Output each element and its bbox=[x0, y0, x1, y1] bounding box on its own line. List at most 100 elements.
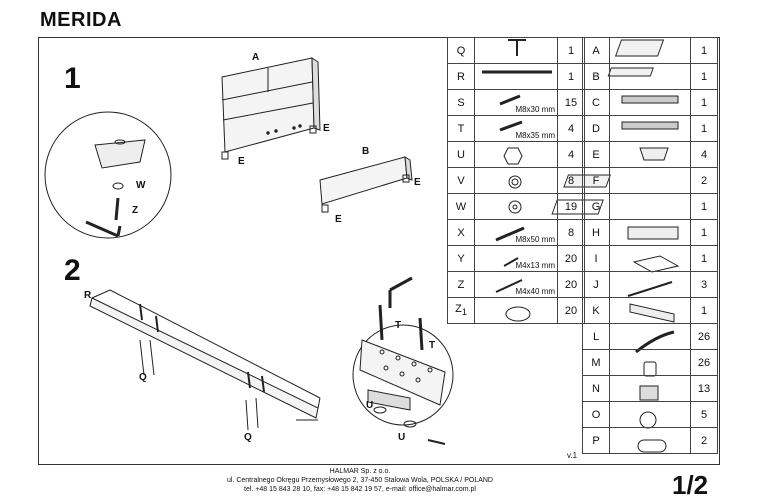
label-q: Q bbox=[244, 432, 252, 443]
part-letter: W bbox=[447, 193, 475, 220]
part-illustration bbox=[609, 89, 691, 116]
part-letter-text: S bbox=[457, 96, 465, 109]
part-illustration: M8x30 mm bbox=[474, 89, 558, 116]
part-illustration: M8x50 mm bbox=[474, 219, 558, 246]
part-illustration bbox=[609, 219, 691, 246]
part-letter: Q bbox=[447, 37, 475, 64]
step-1-number: 1 bbox=[64, 62, 81, 95]
part-letter-text: Q bbox=[456, 44, 466, 57]
part-letter: H bbox=[582, 219, 610, 246]
part-illustration bbox=[609, 323, 691, 350]
part-illustration bbox=[474, 63, 558, 90]
part-quantity: 4 bbox=[557, 115, 585, 142]
footer-address: ul. Centralnego Okręgu Przemysłowego 2, … bbox=[226, 477, 493, 484]
part-letter-subscript: 1 bbox=[461, 307, 467, 318]
part-illustration bbox=[609, 63, 691, 90]
part-illustration bbox=[609, 427, 691, 454]
part-letter: D bbox=[582, 115, 610, 142]
part-illustration bbox=[609, 401, 691, 428]
table-row: M 26 bbox=[582, 349, 718, 376]
part-quantity: 1 bbox=[690, 219, 718, 246]
footer: HALMAR Sp. z o.o. ul. Centralnego Okręgu… bbox=[0, 467, 760, 494]
part-quantity: 1 bbox=[690, 297, 718, 324]
part-letter: T bbox=[447, 115, 475, 142]
product-title: MERIDA bbox=[40, 9, 122, 31]
part-letter: P bbox=[582, 427, 610, 454]
part-quantity: 8 bbox=[557, 167, 585, 194]
part-letter: K bbox=[582, 297, 610, 324]
step-2-number: 2 bbox=[64, 254, 81, 287]
part-quantity: 19 bbox=[557, 193, 585, 220]
part-letter: S bbox=[447, 89, 475, 116]
part-quantity: 2 bbox=[690, 427, 718, 454]
part-letter: I bbox=[582, 245, 610, 272]
part-letter: C bbox=[582, 89, 610, 116]
part-quantity: 3 bbox=[690, 271, 718, 298]
part-illustration: M8x35 mm bbox=[474, 115, 558, 142]
part-letter: A bbox=[582, 37, 610, 64]
part-quantity: 26 bbox=[690, 349, 718, 376]
label-t: T bbox=[395, 320, 402, 331]
part-letter: J bbox=[582, 271, 610, 298]
label-u: U bbox=[398, 432, 406, 443]
detail-circle-2 bbox=[352, 276, 454, 445]
page-number: 1/2 bbox=[672, 470, 709, 500]
part-quantity: 15 bbox=[557, 89, 585, 116]
part-letter-text: X bbox=[457, 226, 465, 239]
label-r: R bbox=[84, 290, 92, 301]
part-letter: O bbox=[582, 401, 610, 428]
part-quantity: 5 bbox=[690, 401, 718, 428]
part-letter: M bbox=[582, 349, 610, 376]
label-u: U bbox=[366, 400, 374, 411]
part-illustration bbox=[474, 297, 558, 324]
part-letter: X bbox=[447, 219, 475, 246]
part-quantity: 8 bbox=[557, 219, 585, 246]
table-row: W 19 bbox=[447, 193, 585, 220]
label-e: E bbox=[323, 123, 330, 134]
part-letter: U bbox=[447, 141, 475, 168]
part-illustration bbox=[609, 349, 691, 376]
part-illustration bbox=[474, 37, 558, 64]
part-spec: M8x30 mm bbox=[515, 105, 555, 114]
part-quantity: 1 bbox=[690, 193, 718, 220]
part-quantity: 1 bbox=[690, 115, 718, 142]
part-illustration bbox=[609, 37, 691, 64]
part-illustration bbox=[609, 193, 691, 220]
label-t: T bbox=[429, 340, 436, 351]
part-quantity: 4 bbox=[690, 141, 718, 168]
label-b: B bbox=[362, 146, 370, 157]
footer-contact: tel. +48 15 843 28 10, fax: +48 15 842 1… bbox=[244, 486, 476, 493]
part-quantity: 1 bbox=[690, 89, 718, 116]
label-a: A bbox=[252, 52, 260, 63]
part-letter: V bbox=[447, 167, 475, 194]
part-illustration bbox=[609, 167, 691, 194]
part-quantity: 13 bbox=[690, 375, 718, 402]
part-illustration bbox=[609, 245, 691, 272]
part-letter: Y bbox=[447, 245, 475, 272]
part-spec: M8x35 mm bbox=[515, 131, 555, 140]
part-letter: Z bbox=[447, 271, 475, 298]
part-spec: M8x50 mm bbox=[515, 235, 555, 244]
part-illustration bbox=[609, 115, 691, 142]
part-letter: B bbox=[582, 63, 610, 90]
part-quantity: 20 bbox=[557, 271, 585, 298]
part-letter-text: R bbox=[457, 70, 465, 83]
footboard-b bbox=[319, 156, 413, 213]
part-spec: M4x13 mm bbox=[515, 261, 555, 270]
